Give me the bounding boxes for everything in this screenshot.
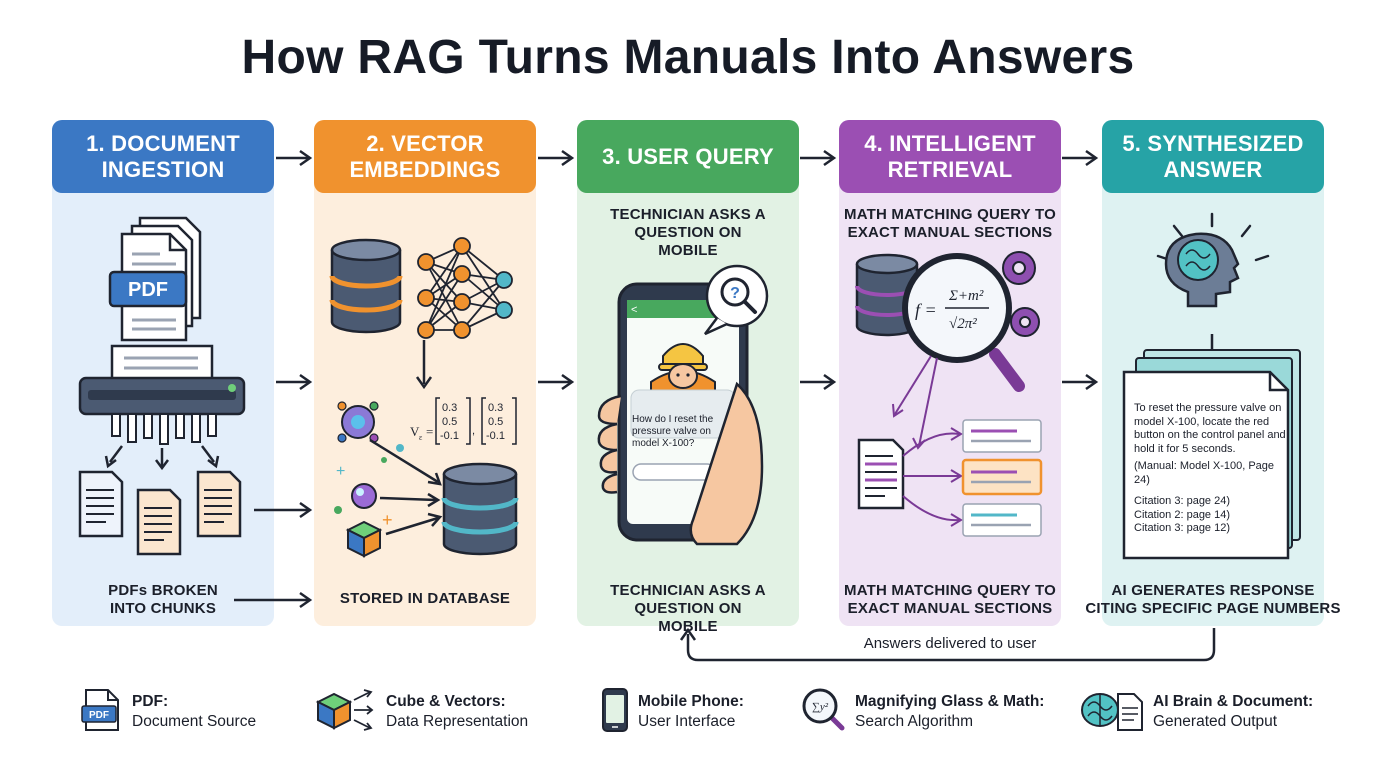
feedback-loop-label: Answers delivered to user (863, 635, 1037, 652)
legend-item-cube-vectors: Cube & Vectors: Data Representation (314, 686, 554, 736)
chat-message: How do I reset the pressure valve on mod… (632, 414, 714, 449)
legend-desc: Search Algorithm (855, 713, 974, 730)
stage-heading: 2. VECTOR EMBEDDINGS (314, 120, 536, 193)
diagram-title: How RAG Turns Manuals Into Answers (241, 31, 1135, 84)
vector-database-icon (441, 462, 519, 556)
legend-name: PDF: (132, 693, 169, 710)
question-bubble-icon: ? (704, 264, 769, 336)
stage-caption: TECHNICIAN ASKS A QUESTION ON MOBILE (610, 582, 766, 635)
database-icon (329, 238, 403, 334)
legend-math-label: ∑y² (812, 701, 829, 713)
chunk-doc-1 (78, 470, 124, 538)
stage-subtitle: TECHNICIAN ASKS A QUESTION ON MOBILE (610, 206, 766, 259)
answer-document: To reset the pressure valve on model X-1… (1134, 402, 1290, 536)
vec1-2: -0.1 (440, 430, 459, 442)
legend-desc: Data Representation (386, 713, 529, 730)
shredder-icon (78, 344, 246, 445)
legend-name: Cube & Vectors: (386, 693, 506, 710)
legend-name: Magnifying Glass & Math: (855, 693, 1045, 710)
source-document-icon (857, 438, 905, 510)
pdf-label: PDF (128, 279, 168, 301)
svg-text:=: = (426, 424, 433, 439)
embedding-molecule-icon (337, 401, 379, 443)
stage-heading: 5. SYNTHESIZED ANSWER (1102, 120, 1324, 193)
pdf-icon: PDF (81, 689, 119, 731)
vector-symbol: V (410, 424, 420, 439)
stage-caption: PDFs BROKEN INTO CHUNKS (108, 582, 218, 617)
manual-section-2 (961, 458, 1043, 496)
stage-synthesized-answer: 5. SYNTHESIZED ANSWER AI GENERATES RESPO… (1085, 120, 1340, 626)
stage-caption: AI GENERATES RESPONSE CITING SPECIFIC PA… (1085, 582, 1341, 617)
stage-heading: 4. INTELLIGENT RETRIEVAL (839, 120, 1061, 193)
svg-text:<: < (631, 304, 637, 316)
formula-denominator: √2π² (949, 316, 977, 332)
stage-intelligent-retrieval: 4. INTELLIGENT RETRIEVAL MATH MATCHING Q… (839, 120, 1061, 626)
technician-avatar-icon (650, 343, 716, 393)
vec1-0: 0.3 (442, 402, 457, 414)
legend-pdf-label: PDF (89, 710, 109, 721)
answer-illustration (1122, 212, 1301, 560)
magnifier-math-icon: ∑y² (802, 688, 845, 731)
citation-1: Citation 3: page 24) (1134, 495, 1231, 507)
svg-text:+: + (382, 510, 393, 530)
citation-3: Citation 3: page 12) (1134, 522, 1231, 534)
vec2-1: 0.5 (488, 416, 503, 428)
vec2-2: -0.1 (486, 430, 505, 442)
stage-heading: 3. USER QUERY (577, 120, 799, 193)
chunk-doc-3 (196, 470, 242, 538)
vec2-0: 0.3 (488, 402, 503, 414)
ai-brain-icon (1156, 212, 1270, 308)
mobile-query-illustration: < ? (597, 264, 769, 546)
legend-item-brain-document: AI Brain & Document: Generated Output (1078, 686, 1358, 736)
stage-caption: MATH MATCHING QUERY TO EXACT MANUAL SECT… (844, 582, 1056, 617)
question-mark: ? (730, 285, 740, 302)
brain-document-icon (1081, 693, 1143, 731)
pdf-shredder-illustration: PDF (78, 216, 246, 556)
mobile-phone-icon (602, 688, 628, 732)
legend-desc: User Interface (638, 713, 736, 730)
legend-item-pdf: PDF PDF: Document Source (80, 686, 280, 736)
retrieval-illustration: f = Σ+m² √2π² (855, 251, 1043, 537)
cube-icon (345, 520, 383, 558)
svg-text:,: , (472, 425, 475, 437)
stage-user-query: 3. USER QUERY TECHNICIAN ASKS A QUESTION… (577, 120, 799, 635)
answer-source: (Manual: Model X-100, Page 24) (1134, 460, 1275, 486)
gear-icon (1002, 251, 1040, 337)
formula-numerator: Σ+m² (948, 288, 984, 304)
legend-item-magnifier-math: ∑y² Magnifying Glass & Math: Search Algor… (800, 686, 1060, 736)
legend-name: AI Brain & Document: (1153, 693, 1314, 710)
pdf-stack-icon: PDF (108, 216, 202, 342)
stage-subtitle: MATH MATCHING QUERY TO EXACT MANUAL SECT… (844, 206, 1056, 241)
stage-heading: 1. DOCUMENT INGESTION (52, 120, 274, 193)
neural-network-icon (417, 237, 513, 339)
manual-section-3 (962, 503, 1042, 537)
cube-vectors-icon (315, 689, 374, 731)
legend-desc: Generated Output (1153, 713, 1278, 730)
legend-desc: Document Source (132, 713, 257, 730)
citation-2: Citation 2: page 14) (1134, 508, 1231, 521)
stage-document-ingestion: 1. DOCUMENT INGESTION PDF (52, 120, 274, 626)
svg-text:+: + (336, 463, 345, 480)
embedding-illustration: V ε = 0.3 0.5 -0.1 , 0.3 0.5 -0.1 + + (329, 237, 519, 558)
vector-subscript: ε (419, 433, 423, 442)
legend-item-mobile-phone: Mobile Phone: User Interface (600, 686, 780, 736)
manual-section-1 (962, 419, 1042, 453)
chunk-doc-2 (136, 488, 182, 556)
stage-vector-embeddings: 2. VECTOR EMBEDDINGS (314, 120, 536, 626)
answer-text: To reset the pressure valve on model X-1… (1134, 402, 1286, 455)
stage-caption: STORED IN DATABASE (339, 590, 511, 607)
formula-f: f = (915, 300, 937, 320)
legend-name: Mobile Phone: (638, 693, 744, 710)
vec1-1: 0.5 (442, 416, 457, 428)
